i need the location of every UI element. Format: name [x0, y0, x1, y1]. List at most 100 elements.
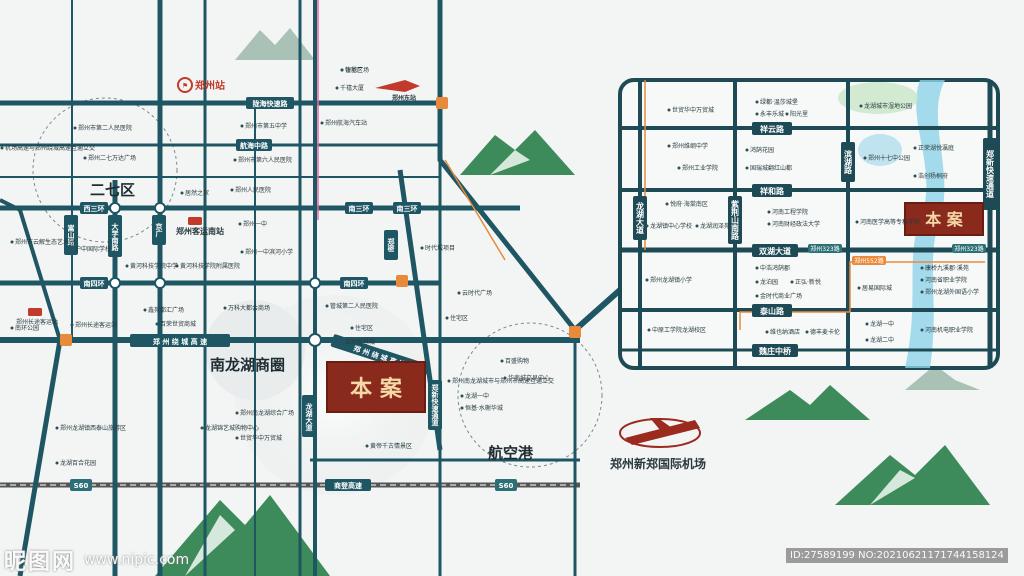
erqi-dashed-circle [32, 97, 178, 243]
road-label-shangdeng: 商登高速 [334, 481, 362, 490]
inset-poi-label: 龙湖润泽苑 [700, 222, 730, 230]
poi-label: 沪中国际学校 [75, 245, 111, 253]
poi-pin-icon [420, 246, 424, 250]
inset-poi-label: 龙湖二中 [870, 336, 894, 344]
poi-pin-icon [235, 436, 239, 440]
inset-poi-pin-icon [695, 224, 699, 228]
poi-label: 管城第二人民医院 [330, 302, 378, 310]
poi-label: 百荣世贸商城 [160, 320, 196, 328]
watermark-id: ID:27589199 NO:20210621171744158124 [786, 548, 1008, 563]
poi-label: 住宅区 [345, 66, 363, 74]
poi-label: 居然之家 [185, 189, 209, 197]
inset-poi-pin-icon [785, 112, 789, 116]
inset-poi-pin-icon [920, 266, 924, 270]
inset-poi-pin-icon [863, 156, 867, 160]
poi-pin-icon [460, 394, 464, 398]
inset-road-binhu: 滨湖路 [843, 149, 853, 175]
inset-poi-label: 郑州龙湖镇小学 [650, 276, 692, 284]
poi-label: 郑州南龙湖城市与郑州市高速互通立交 [452, 377, 554, 385]
inset-road-zijingshan: 紫荆山南路 [730, 199, 740, 241]
inset-poi-label: 河南医学高等专科学校 [860, 218, 920, 226]
inset-poi-pin-icon [755, 294, 759, 298]
poi-pin-icon [70, 323, 74, 327]
inset-road-zhengxin: 郑新快速通道 [985, 149, 995, 199]
inset-poi-label: 金时代商业广场 [760, 292, 802, 300]
poi-pin-icon [55, 461, 59, 465]
train-icon [375, 80, 420, 92]
inset-poi-pin-icon [677, 166, 681, 170]
inset-poi-label: 悦府·海棠南区 [670, 200, 708, 208]
road-label-south-fourth: 南四环 [344, 279, 365, 288]
poi-label: 黄河科技学院附属医院 [180, 262, 240, 270]
poi-pin-icon [503, 376, 507, 380]
poi-label: 郑州市第二人民医院 [78, 124, 132, 132]
inset-poi-label: 世贸华中万贸城 [672, 106, 714, 114]
poi-pin-icon [175, 264, 179, 268]
district-airport: 郑州新郑国际机场 [610, 456, 706, 471]
road-label-longhai: 陇海快速路 [253, 99, 289, 108]
poi-pin-icon [180, 191, 184, 195]
project-badge-text: 本 案 [350, 376, 403, 402]
mountain-decoration [155, 28, 990, 576]
poi-pin-icon [55, 426, 59, 430]
inset-poi-label: 康桥九溪郡·溪苑 [925, 264, 969, 272]
inset-road-taishan: 泰山路 [759, 306, 785, 316]
poi-pin-icon [240, 250, 244, 254]
road-label-west-third: 西三环 [84, 205, 105, 213]
road-label-zhengxin: 郑新快速通道 [431, 383, 440, 427]
poi-label: 龙湖百合花园 [60, 459, 96, 467]
inset-road-weizhuang: 魏庄中桥 [758, 346, 792, 356]
poi-label: 银基广场 [345, 66, 369, 74]
inset-poi-label: 维也纳酒店 [770, 328, 800, 336]
inset-poi-pin-icon [765, 330, 769, 334]
district-nanlonghu: 南龙湖商圈 [210, 356, 285, 374]
inset-poi-pin-icon [913, 146, 917, 150]
inset-poi-pin-icon [865, 322, 869, 326]
inset-road-xianghe: 祥和路 [760, 186, 785, 196]
poi-label: 正商智慧城 [345, 338, 375, 346]
poi-pin-icon [457, 291, 461, 295]
road-label-ring-expressway: 郑 州 绕 城 高 速 [153, 337, 207, 346]
bus-icon [188, 217, 202, 225]
inset-poi-pin-icon [767, 210, 771, 214]
poi-pin-icon [143, 308, 147, 312]
district-erqi: 二七区 [90, 181, 135, 199]
inset-poi-label: 中浩鸿鹄郡 [760, 264, 790, 272]
inset-poi-pin-icon [859, 104, 863, 108]
poi-label: 郑州市云解生态艺术园 [15, 238, 75, 246]
watermark-url: www.nipic.com [84, 552, 190, 568]
poi-pin-icon [340, 340, 344, 344]
inset-poi-label: 郑州工业学院 [682, 164, 718, 172]
poi-pin-icon [350, 326, 354, 330]
inset-poi-label: 正弘·新悦 [795, 278, 821, 286]
poi-label: 郑州市第六人民医院 [238, 156, 292, 164]
svg-text:⚑: ⚑ [182, 82, 188, 90]
inset-poi-label: 浩创杨桐府 [918, 172, 948, 180]
road-label-south-fourth-w: 南四环 [84, 279, 105, 288]
station-zhengzhou-east: 郑州东站 [392, 94, 416, 102]
inset-poi-label: 永丰乐城 [760, 110, 784, 118]
inset-road-xiangyun: 祥云路 [760, 124, 785, 134]
poi-label: 时代城项目 [425, 244, 455, 252]
poi-label: 黄河科技学院中学 [130, 262, 178, 270]
inset-road-longhu-ave: 龙湖大道 [636, 201, 645, 235]
poi-label: 机场高速与郑州绕城高速互通立交 [5, 144, 95, 152]
poi-label: 万科大都会商场 [228, 304, 270, 312]
poi-pin-icon [500, 359, 504, 363]
poi-label: 郑州市第五中学 [245, 122, 287, 130]
inset-poi-pin-icon [920, 278, 924, 282]
inset-poi-pin-icon [647, 328, 651, 332]
poi-label: 恒基·水榭华城 [465, 404, 503, 412]
poi-pin-icon [73, 126, 77, 130]
inset-poi-pin-icon [645, 224, 649, 228]
inset-poi-label: 河南机电职业学院 [925, 326, 973, 334]
poi-label: 郑州航海汽车站 [325, 119, 367, 127]
poi-label: 住宅区 [450, 314, 468, 322]
poi-label: 龙湖锦艺城购物中心 [205, 424, 259, 432]
airport-dashed-circle [457, 322, 603, 468]
poi-pin-icon [447, 379, 451, 383]
road-grid [0, 0, 622, 576]
road-label-zhengmi: 郑密 [387, 237, 395, 253]
district-hangkonggang: 航空港 [488, 444, 534, 462]
